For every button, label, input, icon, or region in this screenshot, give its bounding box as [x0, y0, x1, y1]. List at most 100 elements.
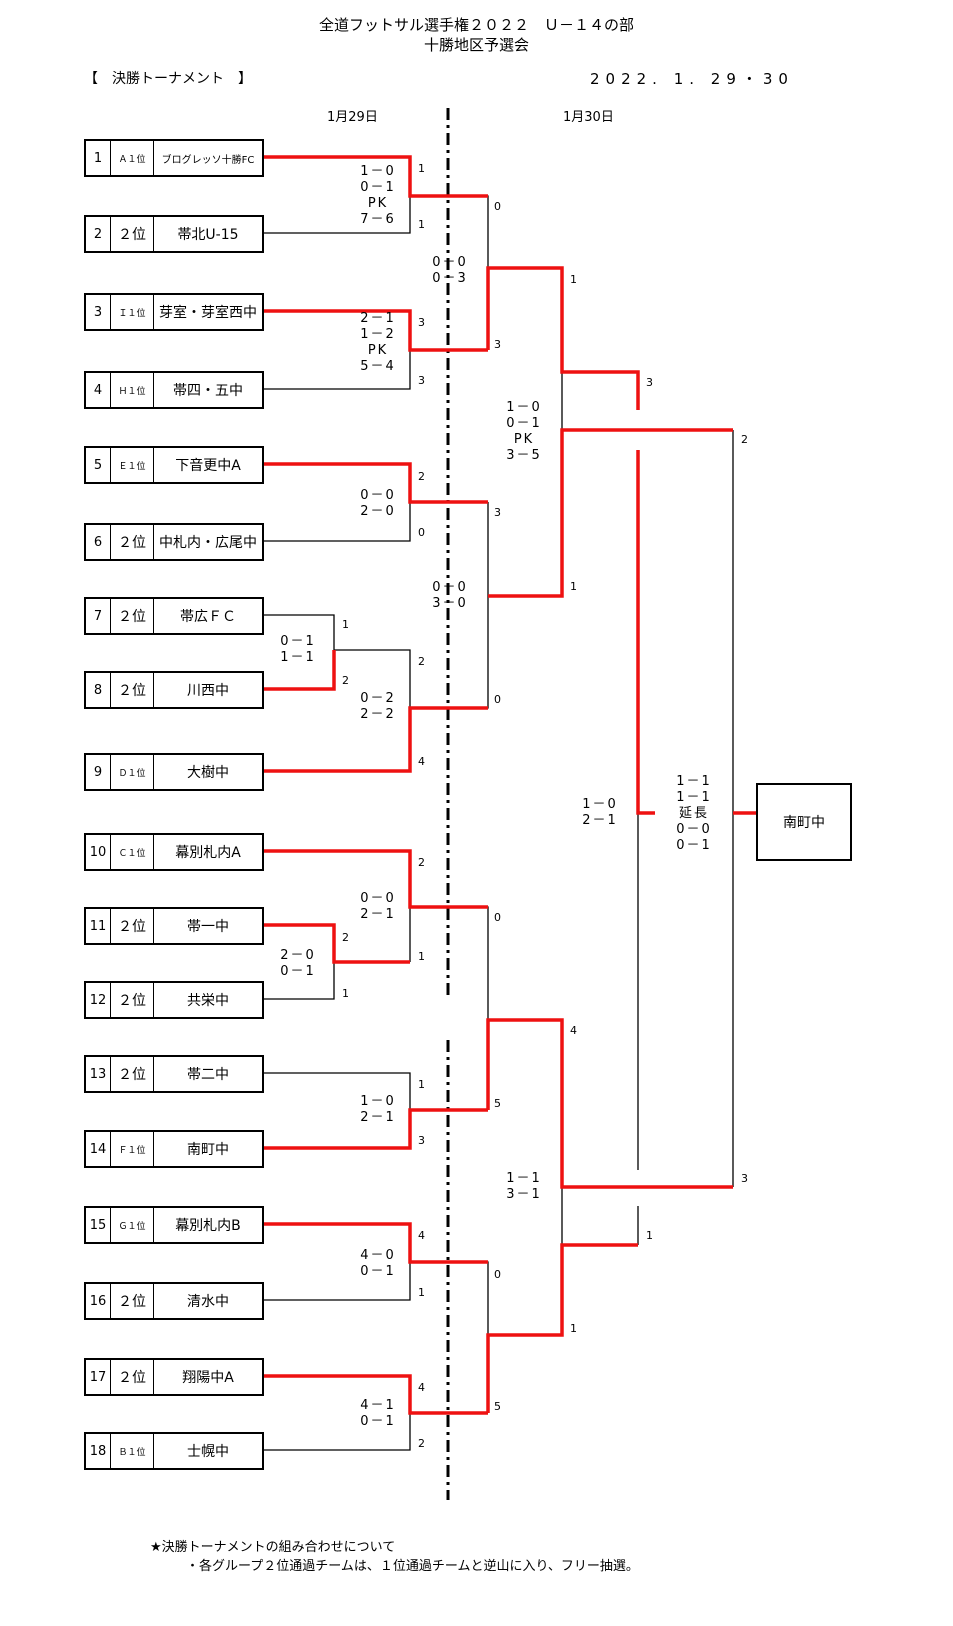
group-rank: Ｉ１位 — [111, 295, 154, 329]
goal-count: 1 — [646, 1229, 653, 1242]
team-name: 帯四・五中 — [173, 383, 243, 399]
goal-count: 3 — [494, 506, 501, 519]
goal-count: 0 — [494, 1268, 501, 1281]
goal-count: 3 — [494, 338, 501, 351]
group-rank: ２位 — [111, 983, 154, 1017]
seed-number: 12 — [86, 983, 111, 1017]
group-rank: Ｂ１位 — [111, 1434, 154, 1468]
goal-count: 0 — [494, 200, 501, 213]
section-title: 【 決勝トーナメント 】 — [84, 71, 252, 87]
goal-count: 1 — [418, 950, 425, 963]
seed-number: 10 — [86, 835, 111, 869]
team-name: 士幌中 — [187, 1444, 229, 1460]
group-rank: Ｅ１位 — [111, 448, 154, 482]
goal-count: 4 — [570, 1024, 577, 1037]
seed-number: 11 — [86, 909, 111, 943]
team-name: 南町中 — [187, 1142, 229, 1158]
group-rank: Ｄ１位 — [111, 755, 154, 789]
goal-count: 2 — [418, 470, 425, 483]
team-name: 幕別札内B — [175, 1218, 241, 1234]
page-subtitle: 十勝地区予選会 — [423, 36, 529, 54]
group-rank: ２位 — [111, 1284, 154, 1318]
goal-count: 2 — [741, 433, 748, 446]
team-name: 翔陽中A — [182, 1370, 234, 1386]
goal-count: 2 — [342, 931, 349, 944]
seed-number: 5 — [86, 448, 111, 482]
team-name: 川西中 — [187, 683, 229, 699]
group-rank: Ｇ１位 — [111, 1208, 154, 1242]
team-name: 清水中 — [187, 1294, 229, 1310]
team-name: ブログレッソ十勝FC — [161, 154, 255, 166]
team-name: 帯北U-15 — [177, 227, 239, 243]
seed-number: 3 — [86, 295, 111, 329]
group-rank: Ｈ１位 — [111, 373, 154, 407]
seed-number: 2 — [86, 217, 111, 251]
goal-count: 0 — [494, 693, 501, 706]
group-rank: ２位 — [111, 217, 154, 251]
goal-count: 1 — [418, 1078, 425, 1091]
goal-count: 1 — [342, 618, 349, 631]
day2-label: 1月30日 — [563, 110, 614, 125]
group-rank: Ｆ１位 — [111, 1132, 154, 1166]
team-name: 帯一中 — [187, 919, 229, 935]
seed-number: 17 — [86, 1360, 111, 1394]
seed-number: 4 — [86, 373, 111, 407]
goal-count: 3 — [418, 374, 425, 387]
seed-number: 18 — [86, 1434, 111, 1468]
note-text: ・各グループ２位通過チームは、１位通過チームと逆山に入り、フリー抽選。 — [186, 1559, 639, 1574]
goal-count: 0 — [418, 526, 425, 539]
event-dates: 2022. 1. 29・30 — [590, 70, 794, 88]
team-name: 下音更中A — [175, 458, 241, 474]
day1-label: 1月29日 — [327, 110, 378, 125]
goal-count: 2 — [418, 856, 425, 869]
goal-count: 0 — [494, 911, 501, 924]
goal-count: 1 — [418, 218, 425, 231]
goal-count: 3 — [646, 376, 653, 389]
group-rank: ２位 — [111, 599, 154, 633]
goal-count: 1 — [570, 580, 577, 593]
goal-count: 3 — [418, 1134, 425, 1147]
group-rank: ２位 — [111, 1057, 154, 1091]
group-rank: ２位 — [111, 673, 154, 707]
goal-count: 4 — [418, 755, 425, 768]
group-rank: ２位 — [111, 1360, 154, 1394]
goal-count: 1 — [570, 273, 577, 286]
page-title: 全道フットサル選手権２０２２ Ｕ－１４の部 — [318, 16, 634, 34]
group-rank: Ａ１位 — [111, 141, 154, 175]
seed-number: 9 — [86, 755, 111, 789]
group-rank: Ｃ１位 — [111, 835, 154, 869]
team-name: 帯広ＦＣ — [180, 609, 236, 625]
goal-count: 5 — [494, 1400, 501, 1413]
team-name: 幕別札内A — [175, 845, 241, 861]
seed-number: 13 — [86, 1057, 111, 1091]
seed-number: 1 — [86, 141, 111, 175]
